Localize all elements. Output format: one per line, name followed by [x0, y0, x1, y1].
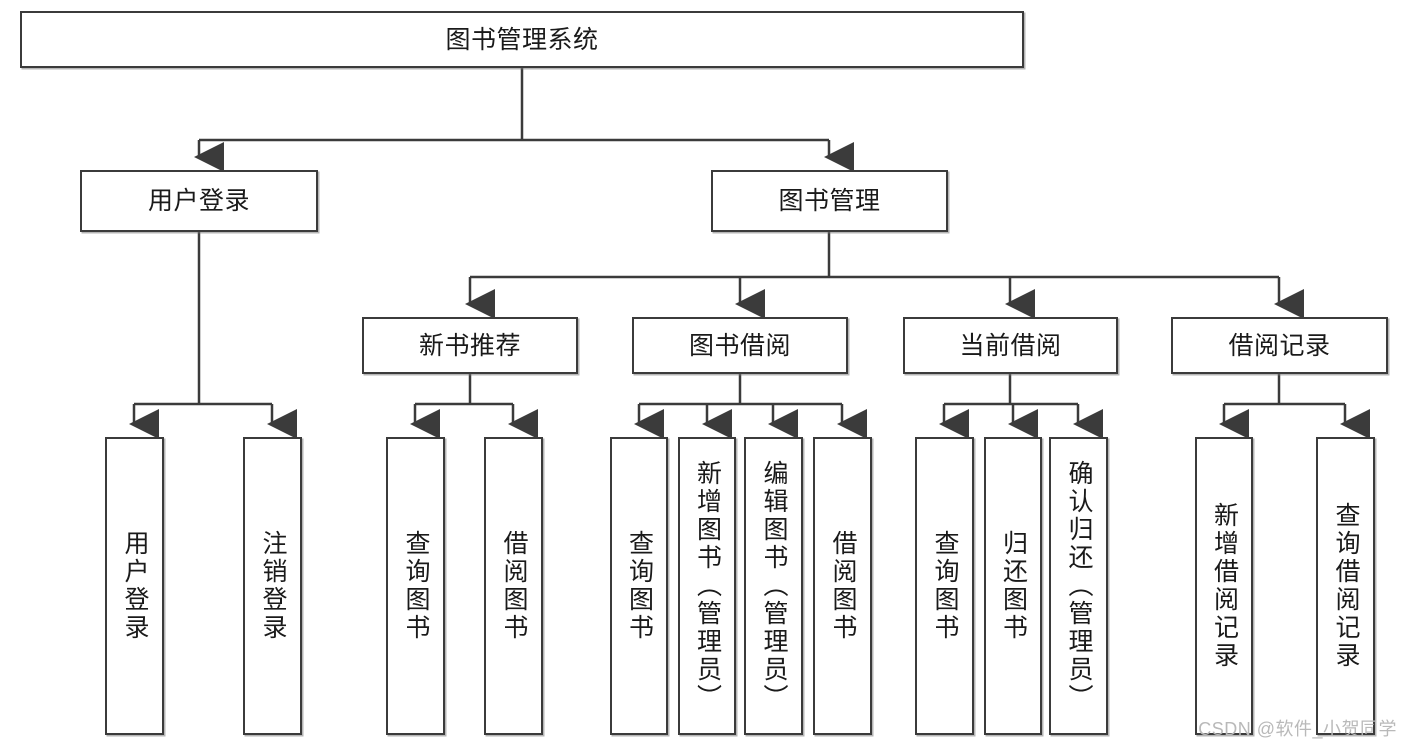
- node-leaf-logout-label: 注销登录: [259, 530, 287, 642]
- node-leaf-query-book-3[interactable]: 查询图书: [915, 437, 974, 735]
- node-leaf-query-book-2[interactable]: 查询图书: [610, 437, 668, 735]
- node-leaf-query-book-1[interactable]: 查询图书: [386, 437, 445, 735]
- node-leaf-user-login[interactable]: 用户登录: [105, 437, 164, 735]
- node-leaf-logout[interactable]: 注销登录: [243, 437, 302, 735]
- node-leaf-query-record-label: 查询借阅记录: [1332, 502, 1360, 670]
- node-leaf-confirm-return-label: 确认归还（管理员）: [1065, 460, 1093, 712]
- node-leaf-borrow-book-2[interactable]: 借阅图书: [813, 437, 872, 735]
- node-leaf-add-book[interactable]: 新增图书（管理员）: [678, 437, 736, 735]
- node-leaf-query-record[interactable]: 查询借阅记录: [1316, 437, 1375, 735]
- node-borrow-record-label: 借阅记录: [1228, 331, 1331, 360]
- node-borrow-record[interactable]: 借阅记录: [1171, 317, 1388, 374]
- node-current-borrow[interactable]: 当前借阅: [903, 317, 1118, 374]
- node-leaf-add-record-label: 新增借阅记录: [1210, 502, 1239, 670]
- node-book-borrow-label: 图书借阅: [688, 331, 791, 360]
- node-root-label: 图书管理系统: [445, 25, 599, 54]
- node-root[interactable]: 图书管理系统: [20, 11, 1024, 68]
- node-leaf-query-book-1-label: 查询图书: [402, 530, 430, 642]
- node-leaf-return-book[interactable]: 归还图书: [984, 437, 1042, 735]
- node-book-manage[interactable]: 图书管理: [711, 170, 948, 232]
- node-user-login[interactable]: 用户登录: [80, 170, 318, 232]
- node-leaf-user-login-label: 用户登录: [121, 530, 149, 642]
- node-book-manage-label: 图书管理: [778, 187, 881, 215]
- node-new-book-recommend-label: 新书推荐: [418, 331, 521, 360]
- watermark: CSDN @软件_小贺同学: [1198, 719, 1397, 739]
- node-leaf-borrow-book-2-label: 借阅图书: [829, 530, 857, 642]
- node-leaf-add-book-label: 新增图书（管理员）: [693, 460, 722, 712]
- node-current-borrow-label: 当前借阅: [959, 331, 1062, 360]
- node-leaf-borrow-book-1[interactable]: 借阅图书: [484, 437, 543, 735]
- node-leaf-query-book-3-label: 查询图书: [931, 530, 959, 642]
- node-book-borrow[interactable]: 图书借阅: [632, 317, 848, 374]
- node-leaf-add-record[interactable]: 新增借阅记录: [1195, 437, 1253, 735]
- node-leaf-query-book-2-label: 查询图书: [625, 530, 654, 642]
- node-leaf-confirm-return[interactable]: 确认归还（管理员）: [1049, 437, 1108, 735]
- node-leaf-borrow-book-1-label: 借阅图书: [500, 530, 528, 642]
- node-leaf-edit-book-label: 编辑图书（管理员）: [760, 460, 788, 712]
- node-leaf-edit-book[interactable]: 编辑图书（管理员）: [744, 437, 803, 735]
- node-new-book-recommend[interactable]: 新书推荐: [362, 317, 578, 374]
- node-leaf-return-book-label: 归还图书: [999, 530, 1028, 642]
- node-user-login-label: 用户登录: [147, 187, 250, 215]
